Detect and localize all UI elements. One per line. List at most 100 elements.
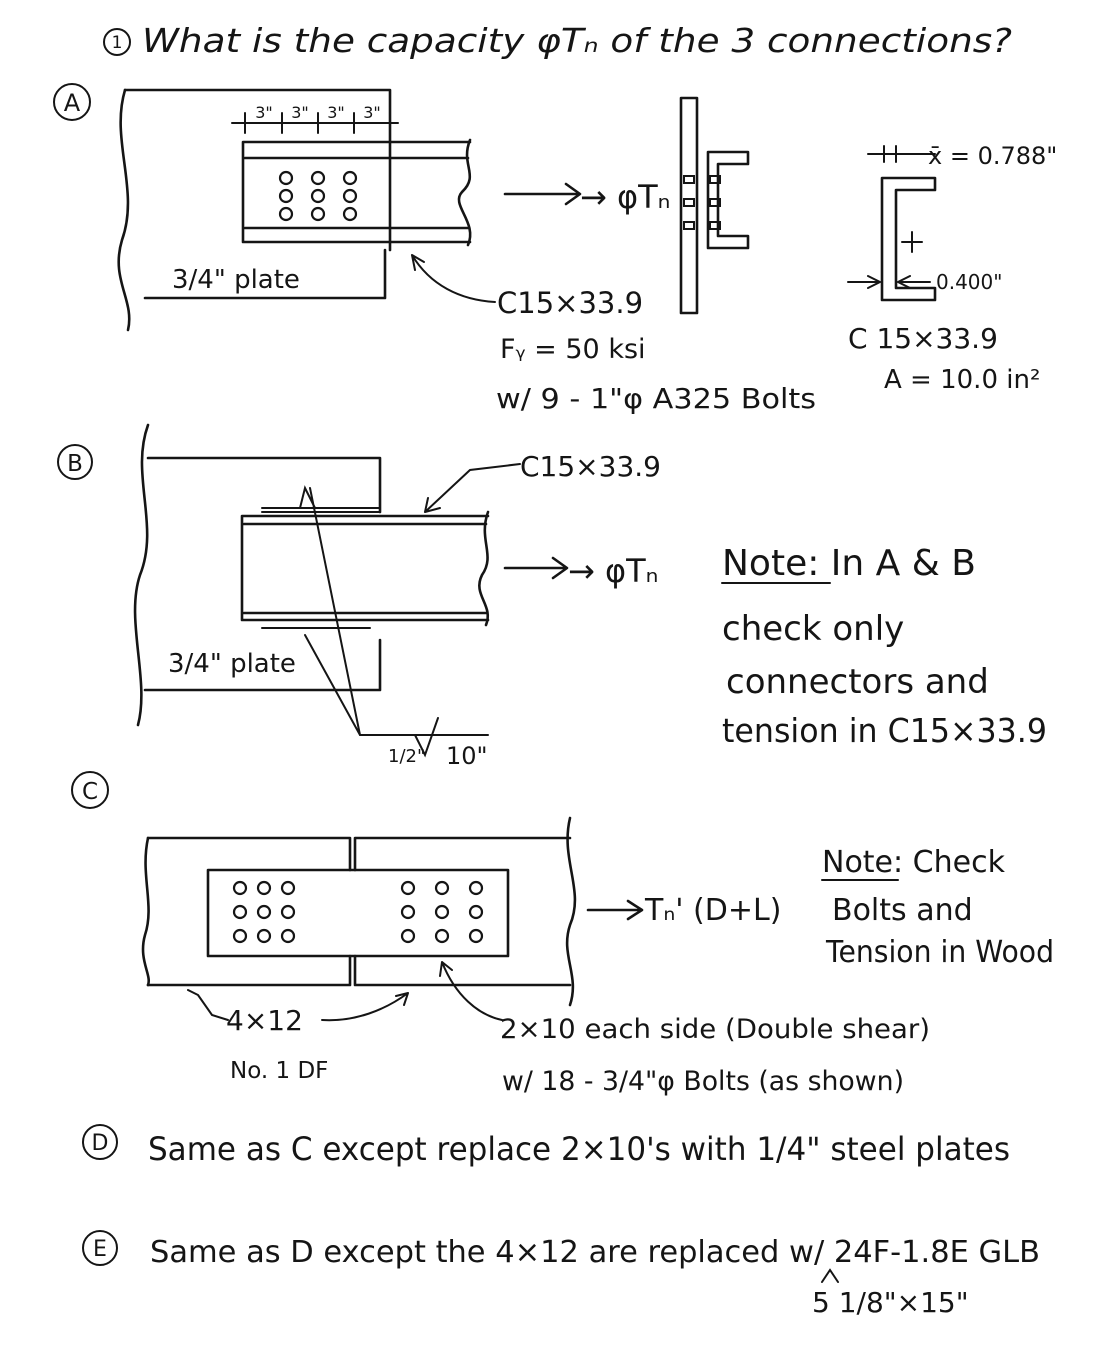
part-a-force-label: → φTₙ <box>580 178 670 216</box>
part-a-label: A <box>64 89 81 117</box>
question-number: 1 <box>112 33 123 53</box>
part-d-label: D <box>92 1131 109 1156</box>
bolt-hole <box>256 904 272 920</box>
note-title: Note: Check <box>822 845 1006 880</box>
note-line: Bolts and <box>832 893 973 928</box>
part-c-note: Note: Check Bolts and Tension in Wood <box>821 845 1054 970</box>
bolt-hole <box>310 206 326 222</box>
part-b-channel-break <box>478 510 490 627</box>
question-number-circle <box>103 28 131 56</box>
part-c-right-break <box>565 816 577 1007</box>
bolt-hole <box>232 880 248 896</box>
bolt-hole <box>342 188 358 204</box>
bolt-hole <box>468 904 484 920</box>
part-a-section-sketch: x̄ = 0.788" 0.400" C 15×33.9 A = 10.0 in… <box>847 142 1057 395</box>
part-c-force-label: Tₙ' (D+L) <box>644 893 781 928</box>
weld-length: 10" <box>446 742 488 770</box>
part-b-circle <box>57 444 93 480</box>
part-c-member: 4×12 <box>226 1004 303 1037</box>
question-text: What is the capacity φTₙ of the 3 connec… <box>142 21 1012 60</box>
part-b-member-leader <box>424 463 521 513</box>
bolt-hole <box>280 880 296 896</box>
part-a-spacing-dimension: 3" 3" 3" 3" <box>231 99 399 141</box>
part-a-bolt-group <box>278 170 358 222</box>
part-b-plate-label: 3/4" plate <box>168 649 296 679</box>
part-a-channel <box>241 140 472 244</box>
part-a-plate-label: 3/4" plate <box>172 265 300 295</box>
note-line: Tension in Wood <box>825 935 1054 970</box>
weld-size: 1/2" <box>388 746 425 767</box>
part-b-force-label: → φTₙ <box>568 552 658 590</box>
note-line: check only <box>722 609 904 649</box>
part-c-side-member <box>206 868 510 958</box>
part-b-label: B <box>67 451 83 477</box>
bolt-hole <box>342 206 358 222</box>
bolt-hole <box>342 170 358 186</box>
part-d: D Same as C except replace 2×10's with 1… <box>82 1124 1010 1168</box>
spacing-label: 3" <box>255 103 273 122</box>
part-b-force-arrow <box>503 556 569 580</box>
bolt-hole <box>278 170 294 186</box>
part-c-wood-members <box>146 836 572 987</box>
bolt-hole <box>400 904 416 920</box>
bolt-hole <box>310 170 326 186</box>
part-e-circle <box>82 1230 118 1266</box>
weld-symbol <box>414 717 439 758</box>
part-c-grade: No. 1 DF <box>230 1058 328 1084</box>
bolt-hole <box>278 188 294 204</box>
part-a-member: C15×33.9 <box>497 286 643 320</box>
note-line: connectors and <box>726 662 989 702</box>
bolt-hole <box>256 928 272 944</box>
caret-mark <box>821 1268 839 1283</box>
section-xbar: x̄ = 0.788" <box>928 142 1057 170</box>
part-b-weld-line <box>261 507 381 629</box>
part-a-plate-outline <box>123 88 392 300</box>
part-b-weld-leader <box>299 485 361 736</box>
part-c-left-break <box>141 836 151 987</box>
part-c-bolts: w/ 18 - 3/4"φ Bolts (as shown) <box>502 1066 904 1097</box>
part-d-text: Same as C except replace 2×10's with 1/4… <box>148 1130 1010 1168</box>
bolt-hole <box>310 188 326 204</box>
bolt-hole <box>434 904 450 920</box>
bolt-hole <box>468 928 484 944</box>
part-a-fy: Fᵧ = 50 ksi <box>500 334 646 365</box>
bolt-hole <box>232 928 248 944</box>
spacing-label: 3" <box>327 103 345 122</box>
part-a-force-arrow <box>503 182 582 206</box>
part-e-size: 5 1/8"×15" <box>812 1286 969 1319</box>
part-b-plate-break-line <box>133 423 150 727</box>
part-c-main-leader-right <box>321 992 409 1022</box>
part-a-end-view <box>679 96 750 315</box>
part-c-bolt-group <box>232 880 484 944</box>
section-web-thickness: 0.400" <box>936 270 1002 294</box>
part-c-force-arrow <box>586 899 644 921</box>
note-title: Note: In A & B <box>722 543 976 584</box>
part-d-circle <box>82 1124 118 1160</box>
note-line: tension in C15×33.9 <box>722 711 1047 750</box>
part-c: C Tₙ' (D+L) <box>71 771 1054 1097</box>
part-a-bolts: w/ 9 - 1"φ A325 Bolts <box>496 382 816 415</box>
section-area: A = 10.0 in² <box>884 365 1040 395</box>
part-a-channel-break <box>457 138 472 247</box>
part-e-label: E <box>93 1237 107 1262</box>
section-name: C 15×33.9 <box>848 322 998 355</box>
question-header: 1 What is the capacity φTₙ of the 3 conn… <box>103 21 1012 60</box>
part-b-note: Note: In A & B check only connectors and… <box>721 543 1047 750</box>
spacing-label: 3" <box>363 103 381 122</box>
part-b-member: C15×33.9 <box>520 450 661 483</box>
part-c-main-leader <box>187 989 229 1021</box>
part-b-channel <box>240 514 490 622</box>
bolt-hole <box>278 206 294 222</box>
part-b: B C15×33.9 1/2" 10" 3/4" plate → φTₙ Not… <box>57 423 1047 770</box>
part-a-plate-break-line <box>117 88 131 332</box>
part-e: E Same as D except the 4×12 are replaced… <box>82 1230 1040 1319</box>
part-c-label: C <box>82 779 98 805</box>
part-a-member-leader <box>411 254 496 303</box>
bolt-hole <box>434 880 450 896</box>
bolt-hole <box>232 904 248 920</box>
part-c-side-members: 2×10 each side (Double shear) <box>500 1014 930 1045</box>
part-a: A 3" 3" 3" 3" <box>53 83 1057 415</box>
spacing-label: 3" <box>291 103 309 122</box>
bolt-hole <box>256 880 272 896</box>
